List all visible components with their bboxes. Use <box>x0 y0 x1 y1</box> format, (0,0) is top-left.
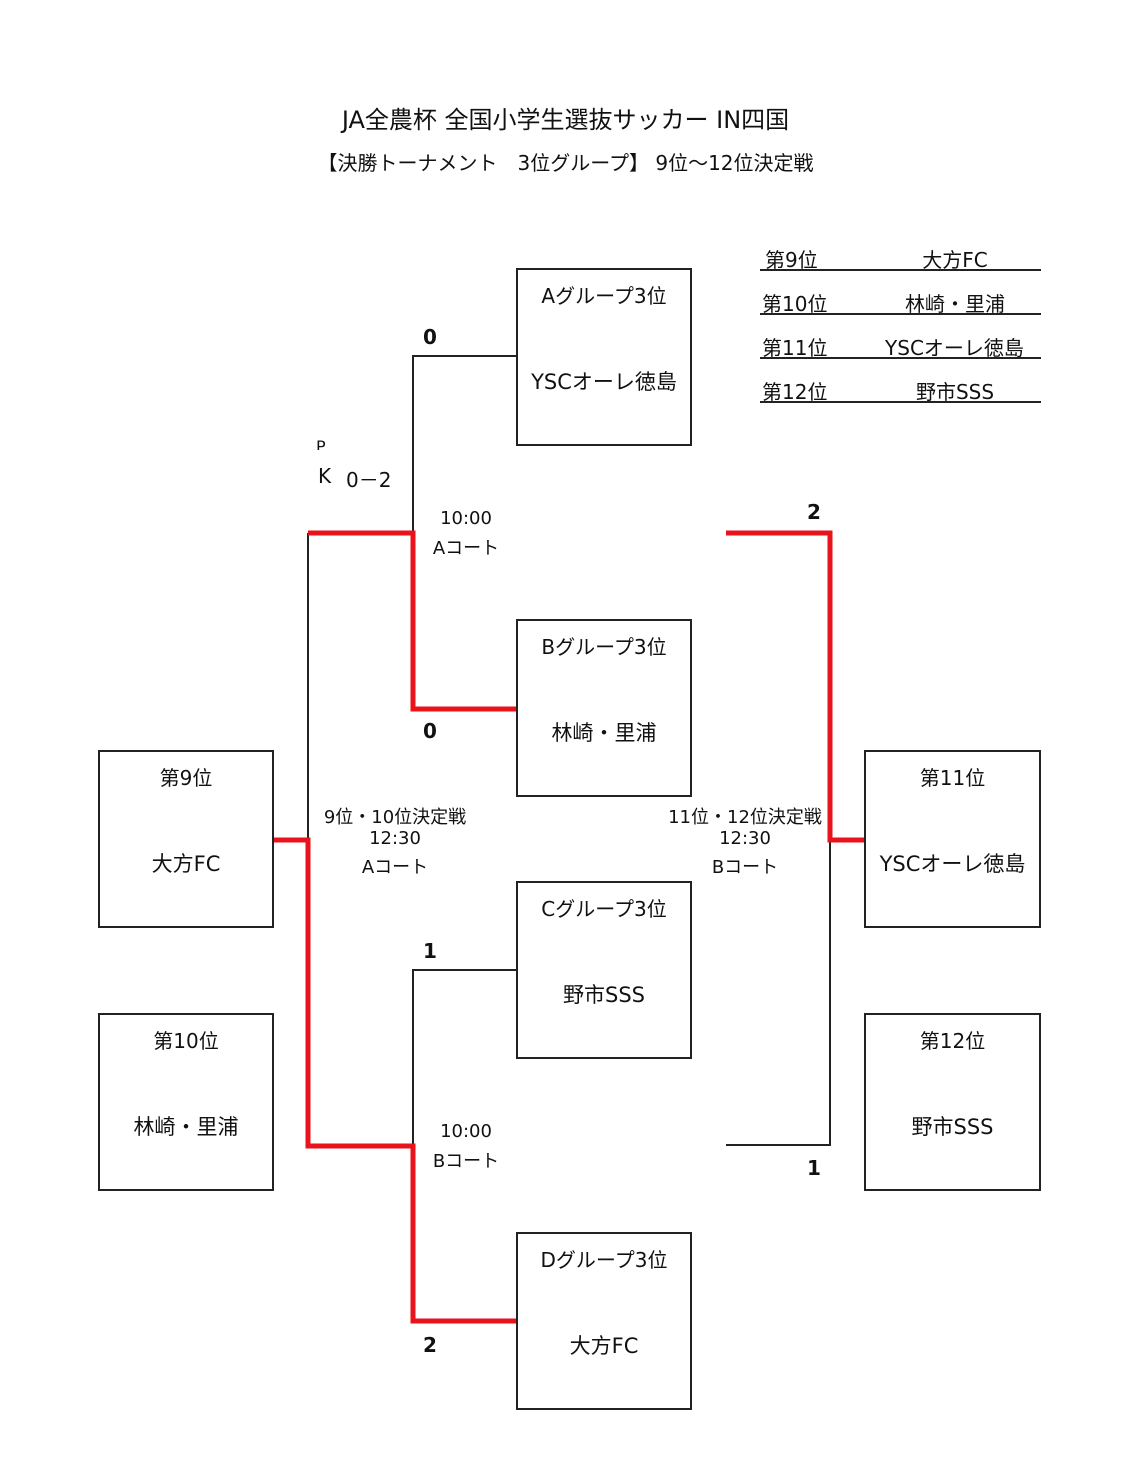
score-c: 1 <box>423 939 437 963</box>
group-label: Bグループ3位 <box>541 635 667 659</box>
bracket-line <box>412 969 517 1146</box>
match-left-time: 12:30 <box>369 828 421 849</box>
result-team: 林崎・里浦 <box>905 292 1005 316</box>
match-left-title: 9位・10位決定戦 <box>323 807 467 828</box>
final-label: 第10位 <box>153 1029 219 1053</box>
final-label: 第9位 <box>159 766 213 790</box>
winner-line <box>308 530 517 712</box>
final-box-11th: 第11位 YSCオーレ徳島 <box>864 750 1041 928</box>
final-team: YSCオーレ徳島 <box>879 852 1026 876</box>
group-box-a: Aグループ3位 YSCオーレ徳島 <box>516 268 692 446</box>
match-ab-court: Aコート <box>432 538 500 559</box>
pk-letter-p: P <box>316 440 326 450</box>
pk-score: 0－2 <box>346 468 392 492</box>
score-final-11-top: 2 <box>807 500 821 524</box>
match-right-court: Bコート <box>711 857 779 878</box>
result-rank: 第9位 <box>765 248 818 272</box>
result-team: 大方FC <box>922 248 988 272</box>
result-rank: 第11位 <box>762 336 828 360</box>
result-team: YSCオーレ徳島 <box>885 336 1024 360</box>
group-team: 林崎・里浦 <box>551 721 657 745</box>
match-cd-time: 10:00 <box>440 1121 492 1142</box>
final-team: 野市SSS <box>911 1115 994 1139</box>
match-right-title: 11位・12位決定戦 <box>668 807 822 828</box>
final-label: 第12位 <box>919 1029 986 1053</box>
group-box-c: Cグループ3位 野市SSS <box>516 881 692 1059</box>
group-box-d: Dグループ3位 大方FC <box>516 1232 692 1410</box>
bracket-line <box>726 840 831 1146</box>
result-rank: 第10位 <box>762 292 828 316</box>
score-d: 2 <box>423 1333 437 1357</box>
final-team: 大方FC <box>151 852 221 876</box>
pk-letter-k: K <box>318 464 332 488</box>
match-right-time: 12:30 <box>719 828 771 849</box>
match-cd-court: Bコート <box>432 1151 500 1172</box>
result-rank: 第12位 <box>762 380 828 404</box>
result-underline <box>760 269 1041 271</box>
final-label: 第11位 <box>919 766 986 790</box>
final-box-10th: 第10位 林崎・里浦 <box>98 1013 274 1191</box>
group-team: YSCオーレ徳島 <box>531 370 677 394</box>
result-underline <box>760 401 1041 403</box>
winner-line <box>273 837 517 1324</box>
winner-line <box>726 530 865 843</box>
score-b: 0 <box>423 719 437 743</box>
page-title: JA全農杯 全国小学生選抜サッカー IN四国 <box>341 106 790 134</box>
page-subtitle: 【決勝トーナメント 3位グループ】 9位～12位決定戦 <box>317 151 814 175</box>
final-box-12th: 第12位 野市SSS <box>864 1013 1041 1191</box>
group-label: Dグループ3位 <box>540 1248 668 1272</box>
result-team: 野市SSS <box>915 380 995 404</box>
match-ab-time: 10:00 <box>440 508 492 529</box>
group-box-b: Bグループ3位 林崎・里浦 <box>516 619 692 797</box>
result-underline <box>760 313 1041 315</box>
score-a: 0 <box>423 325 437 349</box>
score-final-11-bottom: 1 <box>807 1156 821 1180</box>
group-team: 大方FC <box>569 1334 639 1358</box>
final-box-9th: 第9位 大方FC <box>98 750 274 928</box>
group-team: 野市SSS <box>563 983 645 1007</box>
group-label: Cグループ3位 <box>541 897 667 921</box>
group-label: Aグループ3位 <box>541 284 667 308</box>
match-left-court: Aコート <box>361 857 429 878</box>
result-underline <box>760 357 1041 359</box>
bracket-line <box>412 355 517 533</box>
final-team: 林崎・里浦 <box>133 1115 239 1139</box>
